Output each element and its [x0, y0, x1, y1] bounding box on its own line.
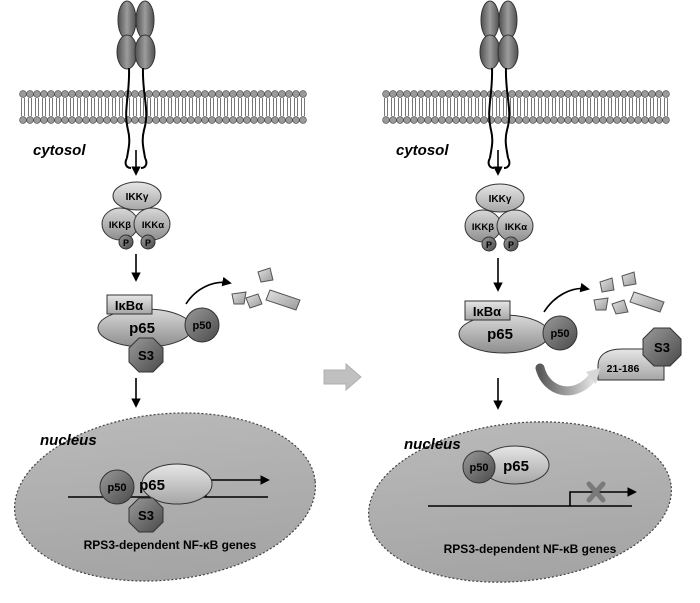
ikba-fragments-left [231, 267, 301, 311]
cell-membrane-left [19, 90, 307, 124]
right-arrow-icon [323, 362, 362, 392]
p65-nuclear-label: p65 [503, 458, 529, 475]
receptor-right [479, 0, 519, 169]
nf-kb-complex-right: IκBα p65 p50 [458, 300, 578, 354]
transcription-start-arrow-right [569, 487, 637, 506]
degradation-arrow-right [543, 282, 590, 313]
nucleus-right: nucleus p50 p65 RPS3-dependent NF-κB gen… [368, 421, 672, 583]
ikk-gamma-label: IKKγ [126, 192, 149, 203]
cytosol-label-left: cytosol [33, 142, 86, 159]
phospho-label: P [123, 238, 129, 248]
x-mark-icon [586, 481, 606, 503]
ikk-gamma-label: IKKγ [489, 194, 512, 205]
nucleus-left: nucleus p50 p65 S3 RPS3-dependent NF-κB … [13, 412, 317, 582]
phospho-label: P [486, 240, 492, 250]
genes-label-left: RPS3-dependent NF-κB genes [84, 538, 257, 552]
ikk-beta-label: IKKβ [472, 222, 494, 233]
cell-membrane-right [382, 90, 670, 124]
p50-nuclear-label: p50 [108, 482, 127, 494]
ikk-complex-left: IKKγ IKKβ IKKα P P [101, 181, 171, 250]
curved-arrow-icon [535, 363, 600, 396]
phospho-label: P [145, 238, 151, 248]
genes-label-right: RPS3-dependent NF-κB genes [444, 542, 617, 556]
p65-label: p65 [129, 320, 155, 337]
p50-label: p50 [193, 320, 212, 332]
fragment-label: 21-186 [607, 363, 640, 375]
ikk-alpha-label: IKKα [505, 222, 527, 233]
cytosol-label-right: cytosol [396, 142, 449, 159]
p50-label: p50 [551, 328, 570, 340]
s3-fragment-right: S3 21-186 [597, 327, 682, 381]
p65-nuclear-label: p65 [139, 477, 165, 494]
s3-nuclear-label: S3 [138, 508, 154, 523]
ikba-label: IκBα [473, 304, 501, 319]
ikba-label: IκBα [115, 298, 143, 313]
ikba-fragments-right [593, 271, 665, 315]
p65-label: p65 [487, 326, 513, 343]
nucleus-label-left: nucleus [40, 432, 97, 449]
nf-kb-complex-left: IκBα p65 p50 S3 [97, 294, 220, 373]
ikk-beta-label: IKKβ [109, 220, 131, 231]
ikk-alpha-label: IKKα [142, 220, 164, 231]
nucleus-label-right: nucleus [404, 436, 461, 453]
s3-label-right: S3 [654, 340, 670, 355]
phospho-label: P [508, 240, 514, 250]
degradation-arrow-left [185, 276, 232, 305]
ikk-complex-right: IKKγ IKKβ IKKα P P [464, 183, 534, 252]
s3-label: S3 [138, 348, 154, 363]
p50-nuclear-label: p50 [470, 462, 489, 474]
receptor-left [116, 0, 156, 169]
